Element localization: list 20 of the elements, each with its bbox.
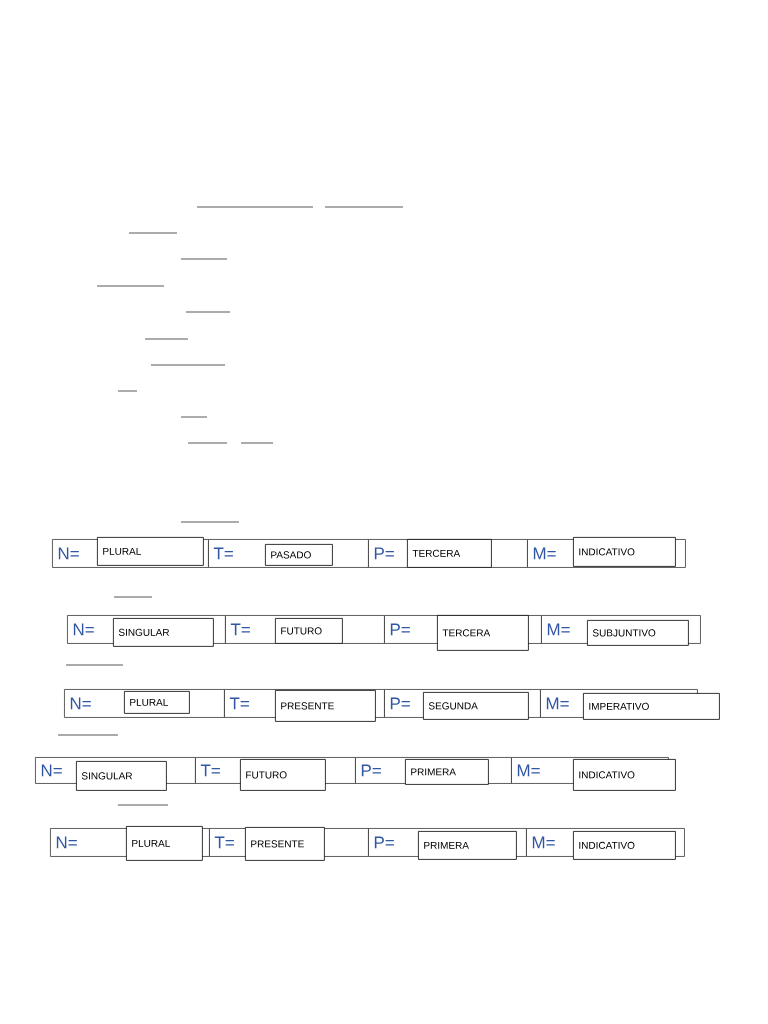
answer-box: FUTURO — [240, 759, 326, 791]
answer-box: SINGULAR — [76, 761, 167, 791]
answer-box: IMPERATIVO — [583, 693, 720, 720]
answer-box: PRESENTE — [245, 827, 325, 861]
answer-box: PLURAL — [97, 537, 204, 566]
answer-box: PLURAL — [126, 826, 203, 861]
answer-box: TERCERA — [437, 615, 529, 651]
answer-box: PRIMERA — [418, 831, 517, 860]
answer-box: INDICATIVO — [573, 831, 676, 860]
answer-box: FUTURO — [275, 618, 343, 644]
answer-box: PRIMERA — [405, 759, 489, 785]
answer-box: PRESENTE — [275, 690, 376, 722]
answer-box: SEGUNDA — [423, 692, 529, 720]
answer-box: SUBJUNTIVO — [587, 620, 689, 646]
answer-box: INDICATIVO — [573, 759, 676, 791]
answer-box: PASADO — [265, 544, 333, 566]
answer-box: INDICATIVO — [573, 537, 676, 567]
answer-box: PLURAL — [124, 691, 190, 714]
answer-box: SINGULAR — [113, 618, 214, 647]
answer-box: TERCERA — [407, 539, 492, 568]
